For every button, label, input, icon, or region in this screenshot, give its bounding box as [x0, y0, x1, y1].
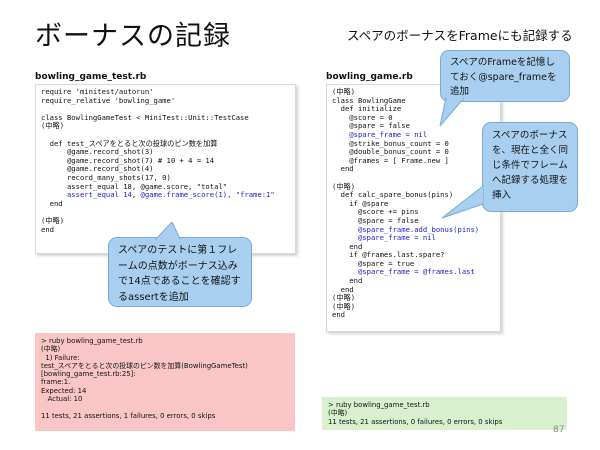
page-number: 87: [553, 425, 565, 435]
terminal-line: Expected: 14: [41, 386, 87, 395]
impl-terminal-output-pass: > ruby bowling_game_test.rb(中略)11 tests,…: [322, 397, 567, 430]
bonus-record-callout: スペアのボーナスを、現在と全く同じ条件でフレームへ記録する処理を挿入: [482, 122, 578, 212]
test-code-line: require 'minitest/autorun': [41, 87, 154, 96]
test-code-line: def test_スペアをとると次の投球のピン数を加算: [41, 138, 218, 148]
test-code-listing: require 'minitest/autorun'require_relati…: [41, 87, 290, 234]
test-code-line: record_many_shots(17, 0): [41, 172, 171, 182]
terminal-line: test_スペアをとると次の投球のピン数を加算(BowlingGameTest): [41, 361, 248, 370]
impl-code-line: end: [332, 276, 363, 286]
impl-code-line: @spare = false: [332, 121, 410, 131]
test-code-line: @game.record_shot(3): [41, 147, 154, 157]
bonus-record-callout-pointer: [441, 184, 484, 219]
test-code-line: (中略): [41, 215, 65, 225]
impl-code-line: (中略): [332, 293, 356, 303]
impl-code-line: @frames = [ Frame.new ]: [332, 155, 449, 165]
test-code-box: require 'minitest/autorun'require_relati…: [35, 84, 296, 254]
test-code-line: (中略): [41, 121, 65, 131]
test-code-line: end: [41, 224, 54, 234]
terminal-line: > ruby bowling_game_test.rb: [41, 337, 143, 345]
impl-code-line: @spare_frame = nil: [332, 129, 428, 139]
impl-code-line: if @spare: [332, 198, 389, 208]
impl-code-line: @spare_frame.add_bonus(pins): [332, 224, 480, 234]
test-file-label: bowling_game_test.rb: [35, 72, 147, 82]
impl-code-line: @spare = true: [332, 258, 415, 268]
test-code-line: require_relative 'bowling_game': [41, 95, 176, 105]
impl-code-line: end: [332, 284, 354, 294]
terminal-line: (中略): [41, 345, 61, 354]
impl-code-line: (中略): [332, 87, 356, 96]
impl-code-line: if @frames.last.spare?: [332, 250, 445, 260]
test-callout-pointer: [154, 222, 181, 240]
terminal-line: 11 tests, 21 assertions, 1 failures, 0 e…: [41, 411, 216, 420]
spare-frame-callout-text: スペアのFrameを記憶しておく@spare_frameを追加: [450, 57, 557, 97]
impl-code-line: end: [332, 241, 363, 251]
impl-code-line: @double_bonus_count = 0: [332, 147, 449, 157]
impl-file-label: bowling_game.rb: [326, 72, 413, 82]
test-code-line: [41, 208, 290, 217]
impl-code-line: def calc_spare_bonus(pins): [332, 190, 454, 200]
impl-code-line: (中略): [332, 301, 356, 311]
test-callout: スペアのテストに第１フレームの点数がボーナス込みで14点であることを確認するas…: [108, 237, 252, 307]
terminal-line: 11 tests, 21 assertions, 0 failures, 0 e…: [328, 417, 503, 426]
test-callout-text: スペアのテストに第１フレームの点数がボーナス込みで14点であることを確認するas…: [118, 245, 241, 303]
impl-code-line: @spare_frame = nil: [332, 233, 436, 243]
impl-code-line: def initialize: [332, 104, 402, 114]
impl-code-line: class BowlingGame: [332, 95, 406, 105]
terminal-line: [41, 403, 289, 411]
test-code-line: assert_equal 18, @game.score, "total": [41, 181, 228, 191]
terminal-line: 1) Failure:: [41, 353, 80, 362]
test-code-line: end: [41, 198, 63, 208]
impl-code-listing: (中略)class BowlingGame def initialize @sc…: [332, 87, 495, 320]
terminal-line: > ruby bowling_game_test.rb: [328, 401, 430, 409]
test-code-line: @game.record_shot(7) # 10 + 4 = 14: [41, 155, 215, 165]
terminal-line: Actual: 10: [41, 395, 83, 404]
impl-code-line: end: [332, 164, 354, 174]
impl-code-line: @spare = false: [332, 215, 419, 225]
bonus-record-callout-text: スペアのボーナスを、現在と全く同じ条件でフレームへ記録する処理を挿入: [492, 130, 569, 201]
impl-code-line: @score += pins: [332, 207, 419, 217]
terminal-line: (中略): [328, 409, 348, 418]
terminal-line: frame:1.: [41, 378, 71, 387]
impl-code-line: (中略): [332, 181, 356, 191]
terminal-line: [bowling_game_test.rb:25]:: [41, 370, 136, 379]
impl-code-line: @score = 0: [332, 112, 393, 122]
impl-code-line: @spare_frame = @frames.last: [332, 267, 475, 277]
slide-subtitle: スペアのボーナスをFrameにも記録する: [347, 28, 573, 43]
slide-title: ボーナスの記録: [35, 21, 231, 52]
test-code-line: @game.record_shot(4): [41, 164, 154, 174]
test-code-line: class BowlingGameTest < MiniTest::Unit::…: [41, 112, 249, 122]
spare-frame-callout: スペアのFrameを記憶しておく@spare_frameを追加: [440, 50, 570, 102]
impl-code-line: @strike_bonus_count = 0: [332, 138, 449, 148]
test-terminal-output-fail: > ruby bowling_game_test.rb(中略) 1) Failu…: [35, 333, 295, 431]
spare-frame-callout-pointer: [439, 98, 465, 127]
impl-code-line: end: [332, 310, 345, 320]
test-code-line: assert_equal 14, @game.frame_score(1), "…: [41, 190, 275, 200]
